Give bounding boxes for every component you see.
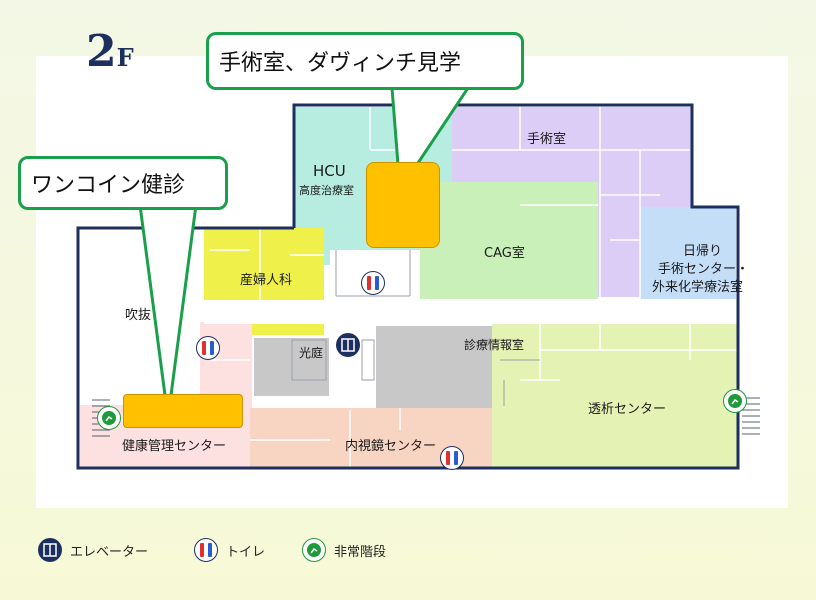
room-label-hcu-sub: 高度治療室 [299, 184, 354, 197]
callout-surgery-tour: 手術室、ダヴィンチ見学 [206, 32, 524, 90]
surgery-marker [366, 162, 440, 248]
room-label-day-3: 外来化学療法室 [652, 280, 744, 295]
room-day-surgery [640, 207, 736, 299]
room-label-endoscopy: 内視鏡センター [345, 439, 437, 454]
room-dialysis [492, 322, 738, 468]
legend-toilet-label: トイレ [226, 544, 266, 560]
legend-elevator: エレベーター [38, 538, 148, 562]
room-label-surgery: 手術室 [527, 132, 567, 147]
floor-number: 2 [86, 26, 117, 77]
room-label-dialysis: 透析センター [588, 402, 667, 417]
floor-suffix: F [116, 43, 134, 72]
legend-toilet: トイレ [194, 538, 265, 562]
elevator-icon [336, 333, 360, 357]
floor-label: 2F [86, 26, 134, 77]
room-label-cag: CAG室 [484, 246, 525, 261]
legend-emergency-stairs: 非常階段 [302, 538, 386, 562]
room-label-health-mgmt: 健康管理センター [122, 439, 227, 454]
toilet-icon [194, 538, 218, 562]
emergency-exit-icon [302, 538, 326, 562]
emergency-exit-icon [97, 406, 121, 430]
room-consult-info [376, 326, 492, 408]
room-label-hcu: HCU [313, 162, 346, 180]
callout-one-coin-checkup: ワンコイン健診 [18, 156, 228, 210]
legend-elevator-label: エレベーター [70, 544, 149, 560]
toilet-icon [440, 446, 464, 470]
elevator-icon [38, 538, 62, 562]
room-label-lightcourt: 光庭 [299, 346, 324, 360]
checkup-marker [123, 394, 243, 428]
room-label-consult-info: 診療情報室 [464, 338, 525, 352]
emergency-exit-icon [723, 389, 747, 413]
room-label-day-2: 手術センター・ [658, 262, 750, 277]
room-label-obgyn: 産婦人科 [240, 273, 293, 288]
legend-emergency-stairs-label: 非常階段 [334, 544, 387, 560]
toilet-icon [196, 336, 220, 360]
room-label-day-1: 日帰り [683, 244, 723, 259]
toilet-icon [361, 271, 385, 295]
room-cag [420, 182, 598, 299]
room-label-atrium: 吹抜 [125, 308, 152, 323]
